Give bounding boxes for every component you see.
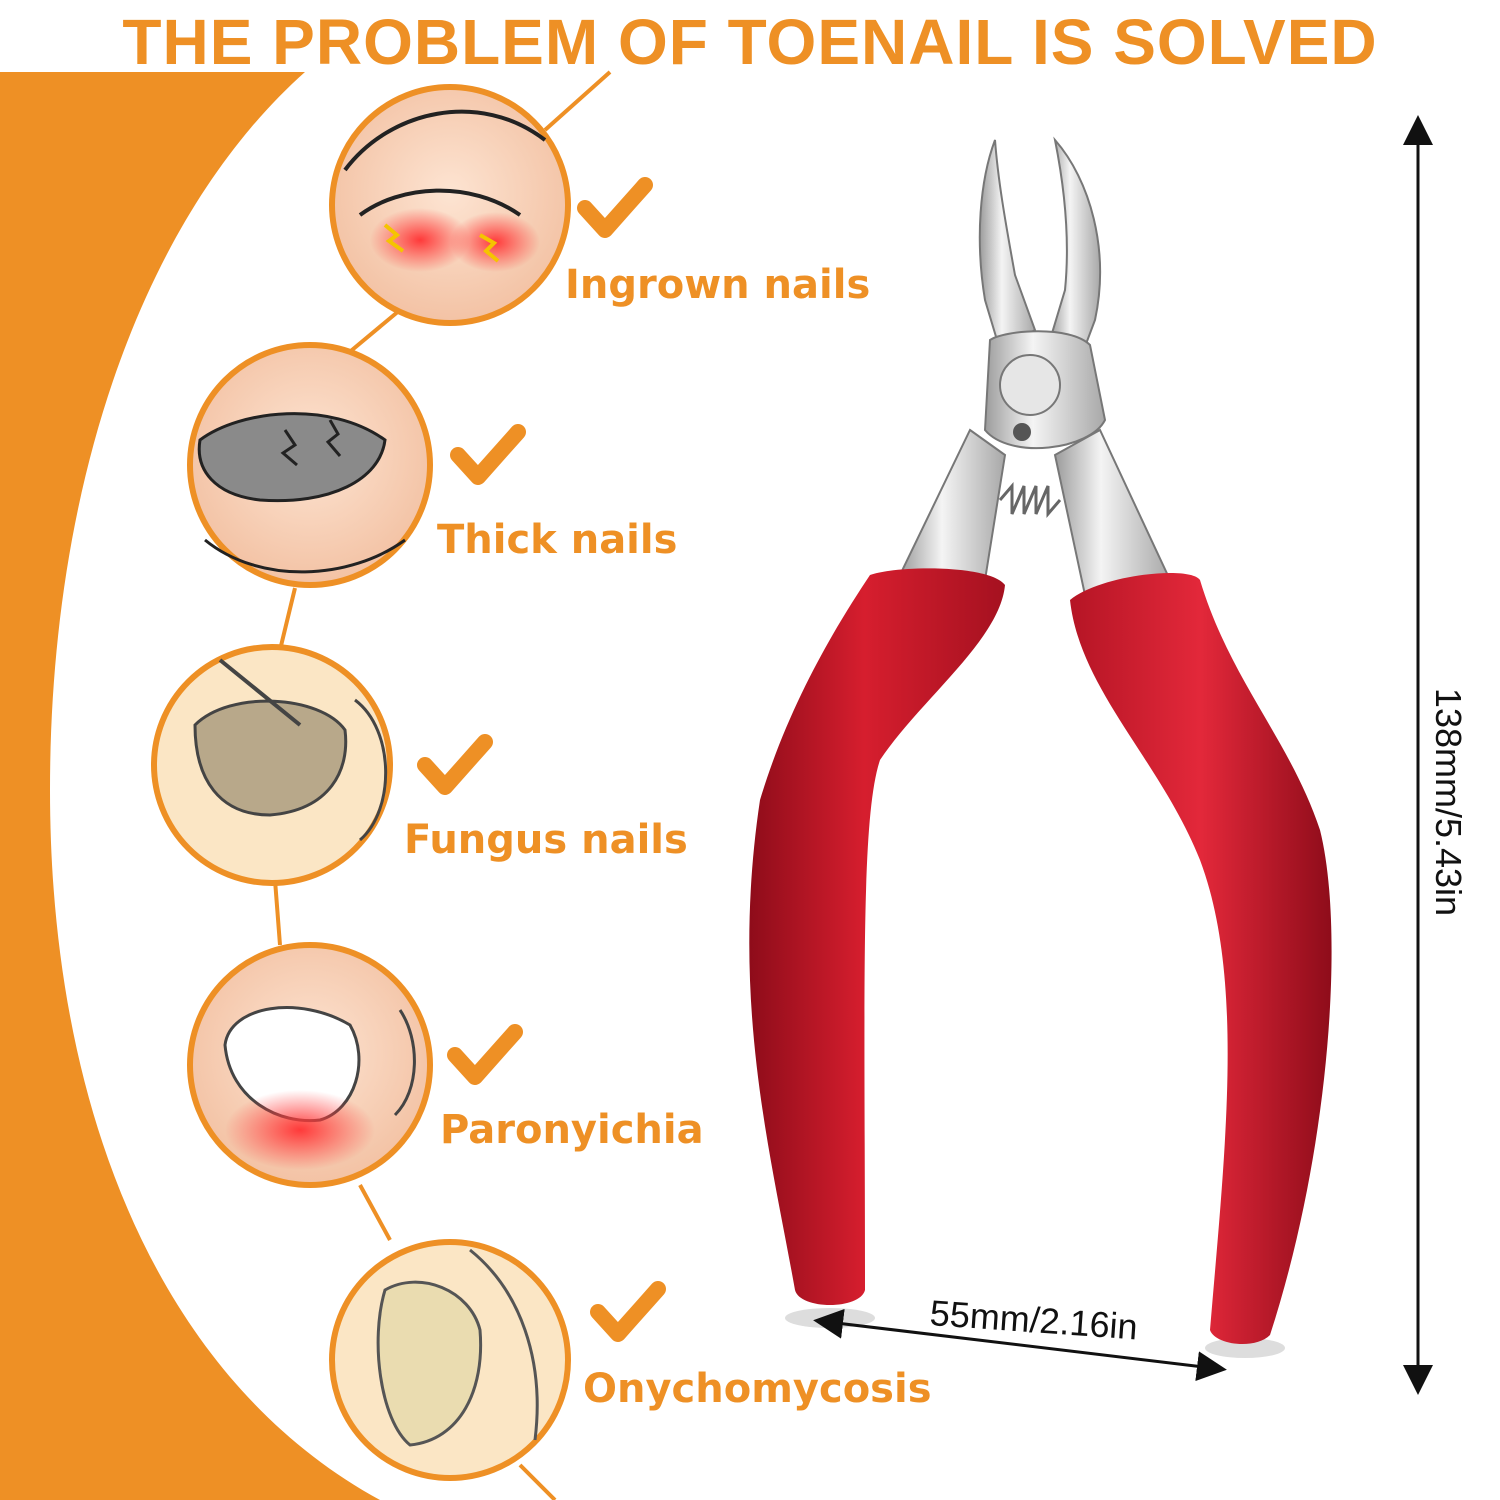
nail-clipper-illustration xyxy=(749,136,1332,1358)
condition-label-fungus: Fungus nails xyxy=(404,817,688,863)
headline: THE PROBLEM OF TOENAIL IS SOLVED xyxy=(122,6,1378,78)
ingrown-nail-icon xyxy=(329,84,571,326)
paronychia-icon xyxy=(187,942,433,1188)
thick-nail-icon xyxy=(187,342,433,588)
height-dimension-label: 138mm/5.43in xyxy=(1428,687,1469,917)
fungus-nail-icon xyxy=(151,644,393,886)
condition-label-onychomycosis: Onychomycosis xyxy=(583,1366,932,1412)
onychomycosis-icon xyxy=(329,1239,571,1481)
condition-label-ingrown: Ingrown nails xyxy=(565,262,871,308)
orange-swoosh-shape xyxy=(0,72,380,1500)
width-dimension-arrow xyxy=(813,1308,1227,1382)
condition-label-thick: Thick nails xyxy=(437,517,678,563)
condition-label-paronychia: Paronyichia xyxy=(440,1107,704,1153)
checkmark-icon xyxy=(417,177,666,1342)
connector-line xyxy=(273,70,612,1500)
